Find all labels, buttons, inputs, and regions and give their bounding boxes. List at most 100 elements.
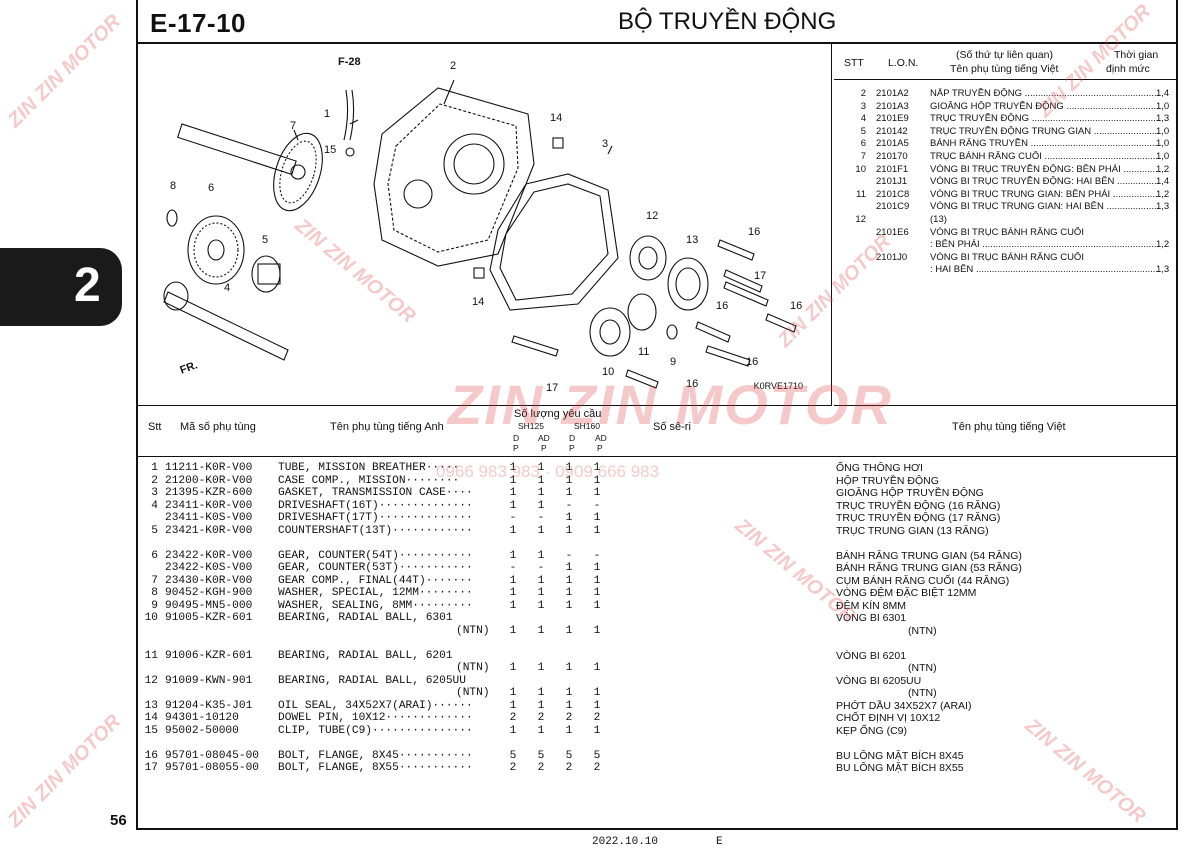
legend-part-name: NẮP TRUYỀN ĐỘNG ........................… [930,88,1160,99]
legend-time: 1,2 [1156,188,1170,200]
legend-time: 1,2 [1156,239,1170,251]
vietnamese-name: BU LÔNG MẶT BÍCH 8X55 [836,762,964,774]
quantity-cell: 1 [509,624,517,637]
legend-time: 1,3 [1156,201,1170,213]
quantity-cell: 1 [509,474,517,487]
quantity-cell: 1 [509,587,517,599]
quantity-cell: 1 [593,699,601,712]
callout-9: 9 [670,356,677,368]
page-title: BỘ TRUYỀN ĐỘNG [618,8,837,35]
quantity-cell: 1 [565,487,573,499]
callout-16: 16 [790,300,803,312]
quantity-cell: 1 [565,699,573,712]
diagram-code: K0RVE1710 [753,381,803,391]
quantity-cell: 1 [537,624,545,637]
part-number: 23411-K0S-V00 [165,512,253,524]
quantity-cell: - [537,512,545,524]
legend-stt: 7 [860,150,866,162]
callout-14: 14 [472,296,485,308]
legend-part-name: : BÊN PHẢI .............................… [930,239,1160,251]
callout-12: 12 [646,210,659,222]
legend-lon: 210170 [876,150,908,162]
part-number: 23422-K0S-V00 [165,562,253,574]
page-frame: E-17-10 BỘ TRUYỀN ĐỘNG [136,0,1178,830]
row-number: 9 [151,599,158,612]
quantity-cell: 1 [509,662,517,674]
footer-date: 2022.10.10 [592,836,659,848]
english-name: BOLT, FLANGE, 8X45··········· [278,749,473,762]
legend-header-time-2: định mức [1106,63,1150,75]
quantity-cell: 1 [565,724,573,737]
legend-time: 1,0 [1156,125,1170,137]
legend-part-name: VÒNG BI TRỤC BÁNH RĂNG CUỐI [930,226,1084,238]
vietnamese-name: PHỚT DẦU 34X52X7 (ARAI) [836,699,972,712]
english-name: TUBE, MISSION BREATHER····· [278,462,460,474]
header-serial: Số sê-ri [653,421,691,433]
header-bar: E-17-10 BỘ TRUYỀN ĐỘNG [138,0,1176,44]
final-gear-drawing [176,123,323,212]
legend-part-name: : HAI BÊN ..............................… [930,264,1160,276]
header-sub-p: P [569,443,575,453]
legend-stt: 5 [860,125,866,137]
quantity-cell: 1 [537,549,545,562]
quantity-cell: 1 [537,687,545,699]
quantity-cell: 1 [593,562,601,574]
quantity-cell: - [509,512,517,524]
legend-part-name: (13) [930,213,947,225]
header-model-sh160: SH160 [574,421,600,431]
diagram-drawing [163,79,797,389]
part-number: 21200-K0R-V00 [165,474,253,487]
callout-3: 3 [602,138,609,150]
quantity-cell: 1 [593,599,601,612]
legend-time: 1,0 [1156,150,1170,162]
quantity-cell: - [593,549,601,562]
exploded-diagram: F-28 2 1 15 7 14 3 8 6 5 4 12 13 16 17 1… [138,44,832,406]
legend-lon: 2101C9 [876,201,910,213]
row-number: 7 [151,574,158,587]
manufacturer-note: (NTN) [456,687,490,699]
vietnamese-name: CHỐT ĐỊNH VỊ 10X12 [836,712,941,724]
quantity-cell: 1 [565,662,573,674]
quantity-cell: 1 [537,587,545,599]
callout-17: 17 [754,270,767,282]
part-number: 91009-KWN-901 [165,674,253,687]
header-sub-p: P [597,443,603,453]
quantity-cell: 1 [593,574,601,587]
footer-edition: E [716,836,723,848]
callout-13: 13 [686,234,699,246]
quantity-cell: 1 [565,687,573,699]
quantity-cell: 1 [509,462,517,474]
legend-part-name: TRỤC TRUYỀN ĐỘNG TRUNG GIAN ............… [930,125,1160,137]
vietnamese-name: HỘP TRUYỀN ĐỘNG [836,474,939,487]
english-name: GEAR, COUNTER(53T)··········· [278,562,473,574]
legend-time: 1,2 [1156,163,1170,175]
legend-lon: 210142 [876,125,908,137]
row-number: 11 [144,649,158,662]
header-sub-d: D [569,433,576,443]
section-code: E-17-10 [150,8,246,38]
quantity-cell: 1 [537,462,545,474]
chapter-number: 2 [74,259,101,312]
legend-row: : HAI BÊN ..............................… [834,264,1178,277]
english-name: COUNTERSHAFT(13T)············ [278,524,473,537]
vietnamese-name: BU LÔNG MẶT BÍCH 8X45 [836,749,964,762]
part-number: 23422-K0R-V00 [165,549,253,562]
quantity-cell: 1 [509,574,517,587]
legend-time: 1,3 [1156,113,1170,125]
callout-16: 16 [746,356,759,368]
quantity-cell: 1 [593,724,601,737]
legend-part-name: VÒNG BI TRỤC TRUYỀN ĐỘNG: BÊN PHẢI .....… [930,163,1160,175]
legend-time: 1,4 [1156,176,1170,188]
row-number: 12 [144,674,158,687]
legend-part-name: TRỤC TRUYỀN ĐỘNG .......................… [930,113,1160,125]
row-number: 1 [151,462,158,474]
legend-header-time-1: Thời gian [1114,49,1159,61]
vietnamese-name: TRỤC TRUYỀN ĐỘNG (17 RĂNG) [836,512,1001,524]
quantity-cell: 1 [593,512,601,524]
quantity-cell: 1 [593,462,601,474]
header-sub-p: P [541,443,547,453]
